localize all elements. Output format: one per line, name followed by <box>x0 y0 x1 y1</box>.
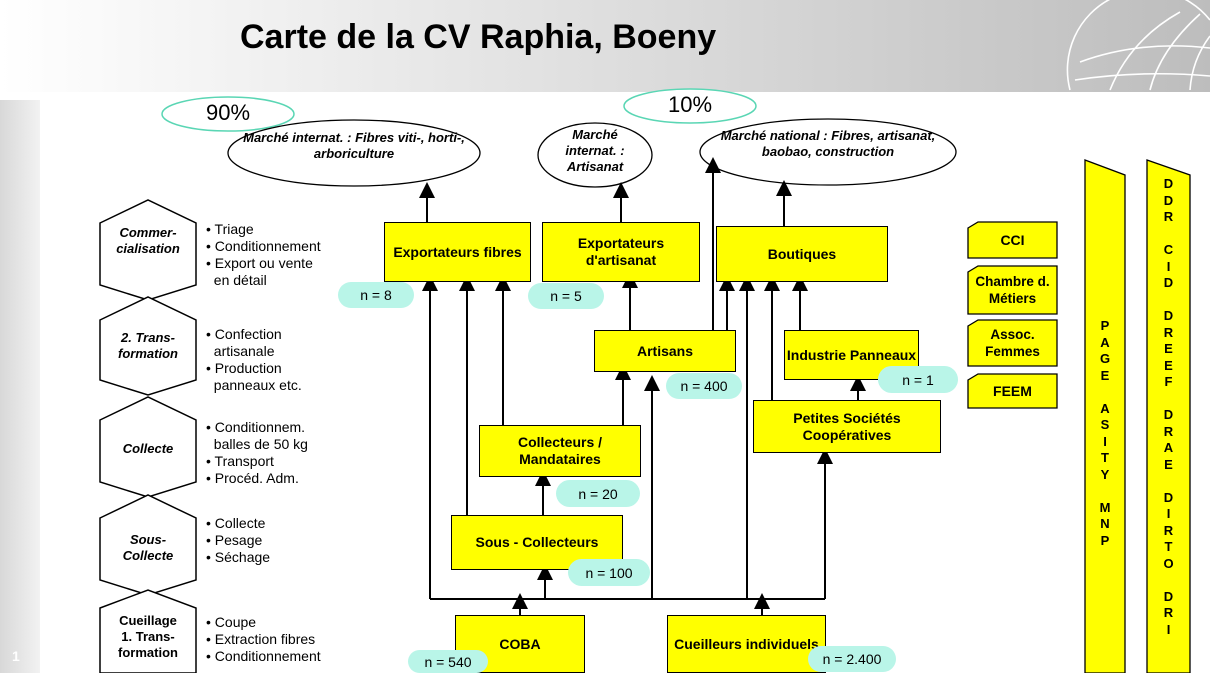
vertical-bar-right-text: D D R C I D D R E E F D R A E D I R T O … <box>1163 176 1174 637</box>
bullet-item: • Extraction fibres <box>206 631 316 647</box>
count-exportateurs-artisanat: n = 5 <box>528 283 604 309</box>
inst-box-cci <box>967 221 1058 259</box>
vertical-bar-left <box>1084 159 1126 673</box>
bullets-transformation: • Confection artisanale • Production pan… <box>206 326 302 394</box>
box-cueilleurs: Cueilleurs individuels <box>667 615 826 673</box>
stage-label-sous-collecte: Sous-Collecte <box>122 532 174 563</box>
inst-cci: CCI <box>1000 231 1025 248</box>
bullets-sous-collecte: • Collecte • Pesage • Séchage <box>206 515 270 566</box>
market-intl-artisanat: Marché internat. : Artisanat <box>565 127 625 174</box>
bullet-item: • Conditionnem. <box>206 419 306 435</box>
pct-10: 10% <box>667 92 713 117</box>
bullet-item: • Collecte <box>206 515 266 531</box>
stage-label-transformation: 2. Trans-formation <box>118 330 178 361</box>
bullet-item: • Procéd. Adm. <box>206 470 299 486</box>
bullet-item: • Confection <box>206 326 282 342</box>
stage-label-commercialisation: Commer-cialisation <box>116 225 180 256</box>
inst-assoc-femmes: Assoc. Femmes <box>985 327 1040 359</box>
bullet-item: balles de 50 kg <box>206 436 308 452</box>
chevron-sous-collecte <box>99 494 197 596</box>
count-sous-collecteurs: n = 100 <box>568 559 650 586</box>
count-coba: n = 540 <box>408 650 488 673</box>
inst-chambre-metiers: Chambre d. Métiers <box>975 274 1050 306</box>
count-artisans: n = 400 <box>666 373 742 399</box>
vertical-bar-left-text: P A G E A S I T Y M N P <box>1099 318 1111 548</box>
vertical-bar-right <box>1146 159 1191 673</box>
bullet-item: • Conditionnement <box>206 238 321 254</box>
side-strip <box>0 100 40 673</box>
box-artisans: Artisans <box>594 330 736 372</box>
pct-90: 90% <box>205 100 251 125</box>
pct-10-ellipse <box>623 88 757 124</box>
count-industrie: n = 1 <box>878 366 958 393</box>
chevron-collecte <box>99 396 197 498</box>
chevron-commercialisation <box>99 199 197 301</box>
box-industrie-panneaux: Industrie Panneaux <box>784 330 919 380</box>
chevron-transformation <box>99 296 197 396</box>
bullet-item: panneaux etc. <box>206 377 302 393</box>
box-exportateurs-fibres: Exportateurs fibres <box>384 222 531 282</box>
inst-box-assoc <box>967 319 1058 367</box>
inst-box-feem <box>967 373 1058 409</box>
market-intl-fibres-ellipse <box>227 119 481 187</box>
inst-feem: FEEM <box>993 382 1032 399</box>
slide-number: 1 <box>12 648 20 664</box>
market-national-ellipse <box>699 118 957 186</box>
bullet-item: • Export ou vente <box>206 255 313 271</box>
count-cueilleurs: n = 2.400 <box>808 646 896 672</box>
box-exportateurs-artisanat: Exportateurs d'artisanat <box>542 222 700 282</box>
bullet-item: • Transport <box>206 453 274 469</box>
bullets-cueillage: • Coupe • Extraction fibres • Conditionn… <box>206 614 321 665</box>
stage-label-collecte: Collecte <box>122 441 174 456</box>
bullet-item: • Triage <box>206 221 254 237</box>
market-intl-artisanat-ellipse <box>537 122 653 188</box>
bullet-item: en détail <box>206 272 267 288</box>
bullet-item: • Pesage <box>206 532 263 548</box>
bullets-commercialisation: • Triage • Conditionnement • Export ou v… <box>206 221 321 289</box>
chevron-cueillage <box>99 589 197 673</box>
box-petites-societes: Petites Sociétés Coopératives <box>753 400 941 453</box>
bullet-item: • Production <box>206 360 282 376</box>
box-boutiques: Boutiques <box>716 226 888 282</box>
bullet-item: • Coupe <box>206 614 257 630</box>
pct-90-ellipse <box>161 96 295 132</box>
page-title: Carte de la CV Raphia, Boeny <box>240 18 717 56</box>
market-national: Marché national : Fibres, artisanat, bao… <box>720 128 936 159</box>
header-band <box>0 0 1210 92</box>
box-collecteurs: Collecteurs / Mandataires <box>479 425 641 477</box>
bullets-collecte: • Conditionnem. balles de 50 kg • Transp… <box>206 419 308 487</box>
inst-box-chambre <box>967 265 1058 315</box>
bullet-item: • Séchage <box>206 549 271 565</box>
count-exportateurs-fibres: n = 8 <box>338 282 414 308</box>
bullet-item: • Conditionnement <box>206 648 321 664</box>
count-collecteurs: n = 20 <box>556 480 640 507</box>
bullet-item: artisanale <box>206 343 275 359</box>
market-intl-fibres: Marché internat. : Fibres viti-, horti-,… <box>243 130 465 161</box>
globe-icon <box>1066 0 1210 91</box>
